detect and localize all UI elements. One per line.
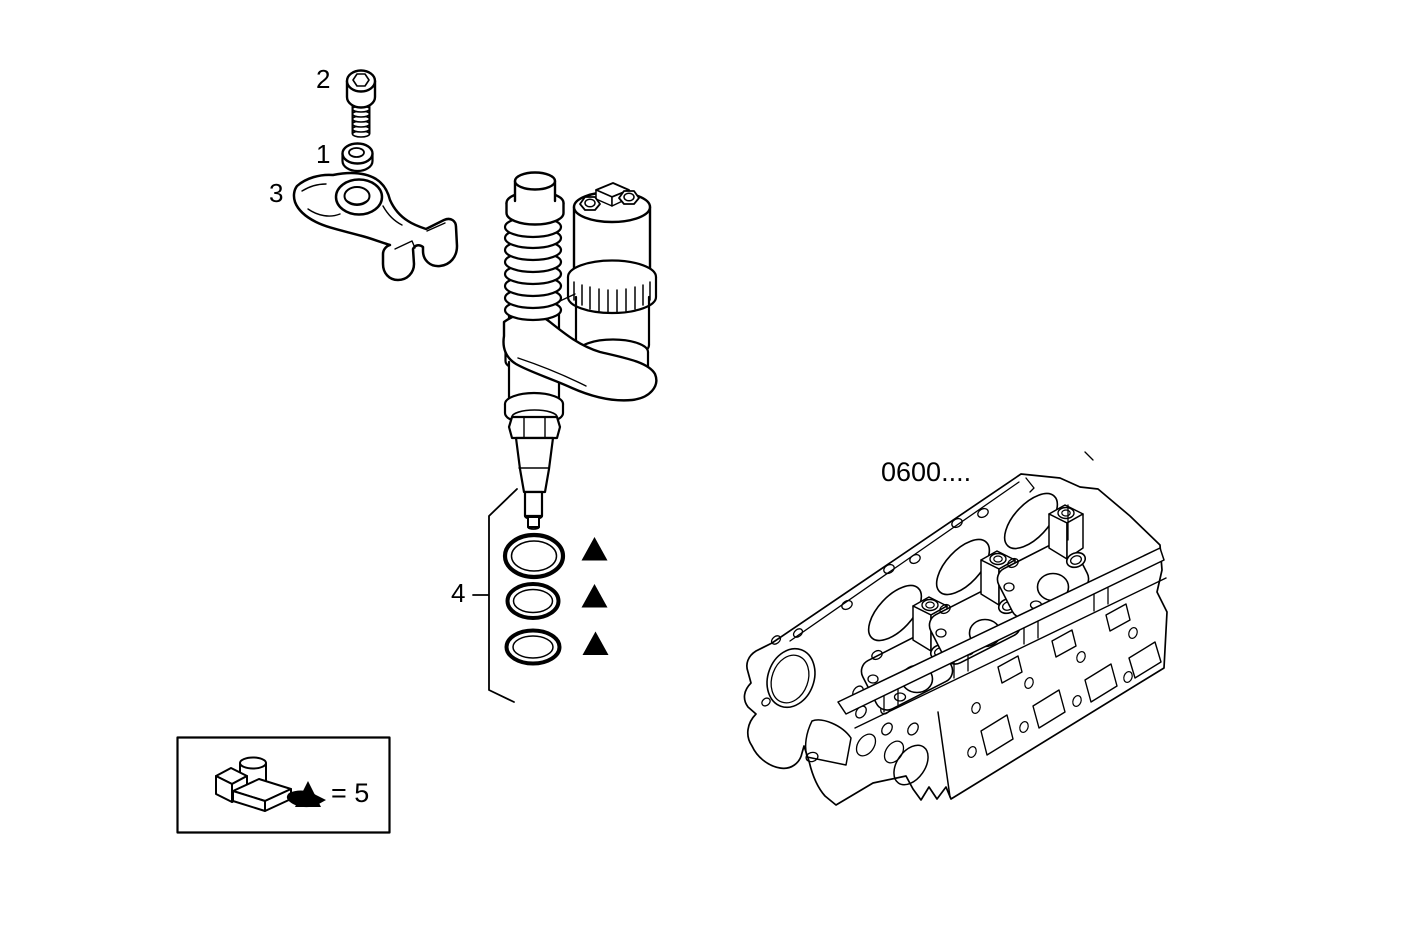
legend-box bbox=[176, 736, 391, 834]
injector-clamp-drawing bbox=[292, 171, 459, 282]
injector-drawing bbox=[502, 171, 658, 530]
bolt-drawing bbox=[345, 69, 377, 138]
callout-label-3[interactable]: 3 bbox=[269, 178, 284, 208]
cylinder-head-drawing bbox=[743, 451, 1168, 806]
injector-spring bbox=[503, 215, 563, 322]
related-figure-reference[interactable]: 0600.... bbox=[881, 457, 972, 487]
legend-equals-text: = 5 bbox=[331, 778, 370, 808]
callout-label-4[interactable]: 4 bbox=[451, 578, 466, 608]
injector-saddle bbox=[502, 312, 658, 402]
callout-4-bracket bbox=[472, 488, 518, 703]
seal-marker-icon bbox=[581, 537, 608, 561]
injector-plunger-cap bbox=[505, 171, 565, 226]
seal-rings-drawing bbox=[472, 488, 609, 703]
seal-ring-3 bbox=[504, 628, 562, 666]
legend-triangle-icon bbox=[295, 781, 321, 807]
seal-marker-icon bbox=[582, 631, 609, 655]
callout-label-2[interactable]: 2 bbox=[316, 64, 331, 94]
washer-drawing bbox=[341, 142, 374, 173]
callout-label-1[interactable]: 1 bbox=[316, 139, 331, 169]
head-cylinder-unit bbox=[977, 492, 1090, 619]
seal-ring-1 bbox=[502, 532, 566, 580]
seal-marker-icon bbox=[581, 584, 608, 608]
seal-ring-2 bbox=[505, 582, 561, 620]
